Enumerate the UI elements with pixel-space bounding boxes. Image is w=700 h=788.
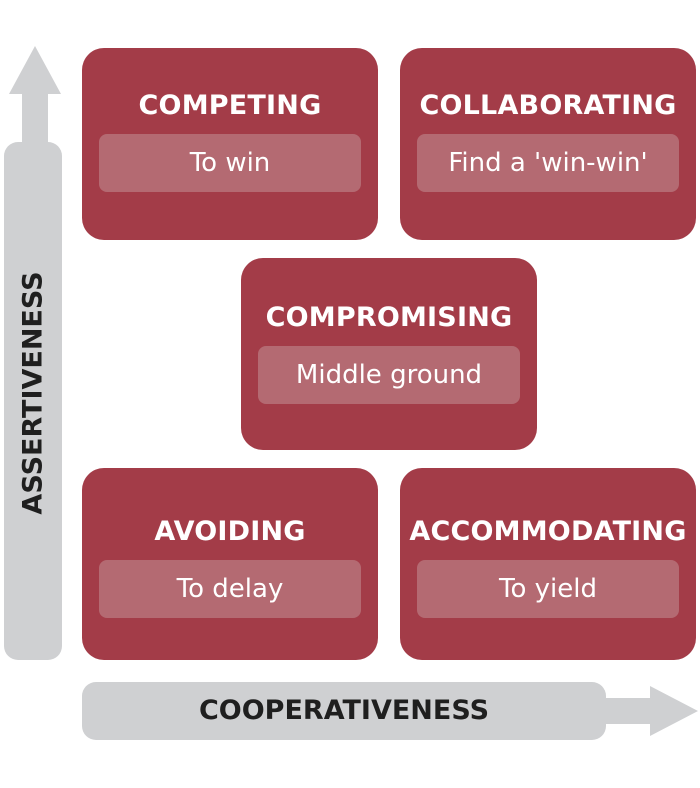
accommodating-box: ACCOMMODATING To yield: [400, 468, 696, 660]
assertiveness-arrow-head-icon: [9, 46, 61, 146]
compromising-subtitle: Middle ground: [258, 346, 520, 404]
competing-box: COMPETING To win: [82, 48, 378, 240]
cooperativeness-arrow-head-icon: [598, 686, 698, 736]
collaborating-title: COLLABORATING: [419, 90, 677, 121]
compromising-title: COMPROMISING: [265, 302, 513, 333]
assertiveness-axis-label: ASSERTIVENESS: [17, 271, 49, 515]
accommodating-title: ACCOMMODATING: [409, 516, 687, 547]
accommodating-subtitle: To yield: [417, 560, 679, 618]
cooperativeness-axis-bar: [82, 682, 606, 740]
competing-title: COMPETING: [138, 90, 322, 121]
avoiding-box: AVOIDING To delay: [82, 468, 378, 660]
assertiveness-axis-bar: [4, 142, 62, 660]
competing-subtitle: To win: [99, 134, 361, 192]
collaborating-subtitle: Find a 'win-win': [417, 134, 679, 192]
cooperativeness-axis-label: COOPERATIVENESS: [198, 695, 490, 726]
compromising-box: COMPROMISING Middle ground: [241, 258, 537, 450]
avoiding-subtitle: To delay: [99, 560, 361, 618]
avoiding-title: AVOIDING: [154, 516, 306, 547]
collaborating-box: COLLABORATING Find a 'win-win': [400, 48, 696, 240]
